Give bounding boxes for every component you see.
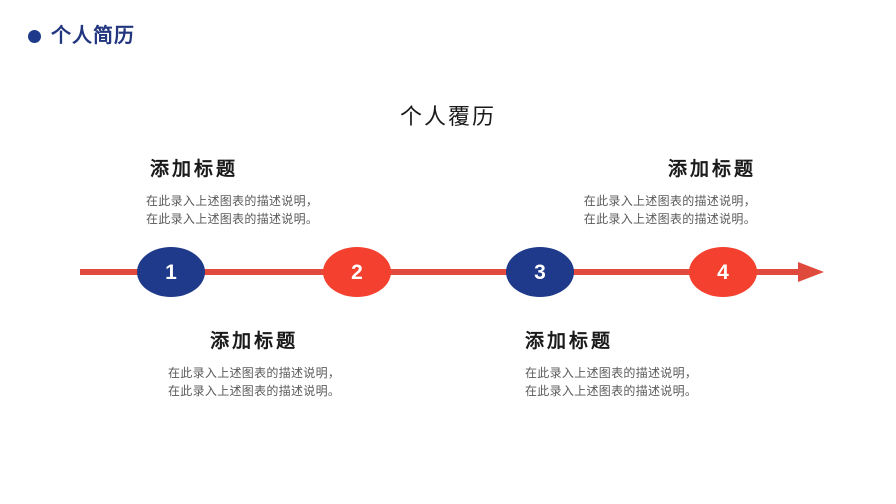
block-desc-bottom-left-line1: 在此录入上述图表的描述说明，: [168, 365, 341, 380]
timeline-node-1[interactable]: 1: [137, 247, 205, 297]
block-desc-top-right-line2: 在此录入上述图表的描述说明。: [583, 212, 756, 227]
block-desc-bottom-right-line1: 在此录入上述图表的描述说明，: [525, 365, 698, 380]
block-title-bottom-left: 添加标题: [210, 331, 299, 352]
block-desc-bottom-left-line2: 在此录入上述图表的描述说明。: [168, 384, 341, 399]
timeline-node-2[interactable]: 2: [323, 247, 391, 297]
block-title-bottom-right: 添加标题: [525, 331, 614, 352]
block-desc-top-right-line1: 在此录入上述图表的描述说明，: [583, 193, 756, 208]
timeline-node-1-label: 1: [165, 260, 177, 284]
timeline-node-4[interactable]: 4: [689, 247, 757, 297]
block-title-top-right: 添加标题: [667, 159, 756, 180]
page-title: 个人简历: [51, 25, 135, 47]
content-block-bottom-right: 添加标题 在此录入上述图表的描述说明， 在此录入上述图表的描述说明。: [525, 330, 697, 401]
section-title: 个人覆历: [399, 104, 496, 129]
timeline-node-3[interactable]: 3: [506, 247, 574, 297]
block-desc-top-left-line2: 在此录入上述图表的描述说明。: [146, 212, 319, 227]
block-desc-top-left-line1: 在此录入上述图表的描述说明，: [146, 193, 319, 208]
arrow-right-icon: [798, 262, 824, 282]
timeline-node-3-label: 3: [534, 260, 546, 284]
content-block-bottom-left: 添加标题 在此录入上述图表的描述说明， 在此录入上述图表的描述说明。: [168, 330, 340, 401]
content-block-top-right: 添加标题 在此录入上述图表的描述说明， 在此录入上述图表的描述说明。: [584, 158, 756, 229]
timeline-node-2-label: 2: [351, 260, 363, 284]
timeline-node-4-label: 4: [717, 260, 729, 284]
block-title-top-left: 添加标题: [150, 159, 239, 180]
bullet-dot-icon: [28, 29, 41, 43]
block-desc-bottom-right-line2: 在此录入上述图表的描述说明。: [525, 384, 698, 399]
slide-header: 个人简历: [28, 26, 135, 46]
content-block-top-left: 添加标题 在此录入上述图表的描述说明， 在此录入上述图表的描述说明。: [146, 158, 318, 229]
